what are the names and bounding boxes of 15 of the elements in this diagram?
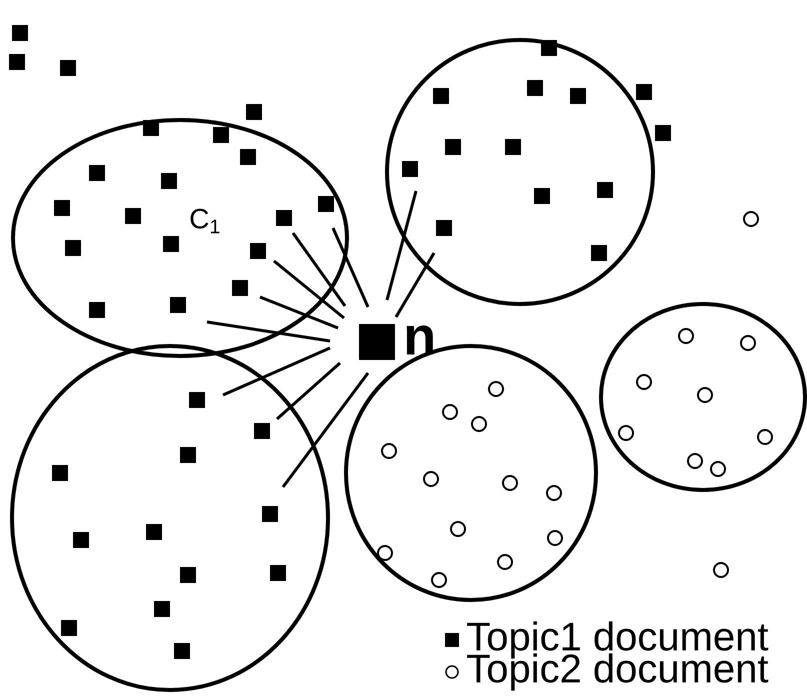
distance-line [273, 260, 345, 320]
cluster-ellipse [599, 302, 807, 492]
cluster-ellipse [385, 38, 655, 306]
distance-line [282, 372, 370, 488]
cluster-ellipse [10, 344, 330, 692]
cluster-label: C$_{1}$ [190, 208, 220, 234]
distance-line [332, 227, 370, 308]
distance-line [276, 362, 341, 420]
distance-line [259, 296, 339, 330]
distance-line [292, 232, 346, 307]
distance-line [386, 190, 418, 300]
distance-line [206, 320, 330, 342]
distance-line [394, 252, 436, 318]
distance-line [222, 346, 331, 396]
node-label: n [406, 325, 433, 355]
